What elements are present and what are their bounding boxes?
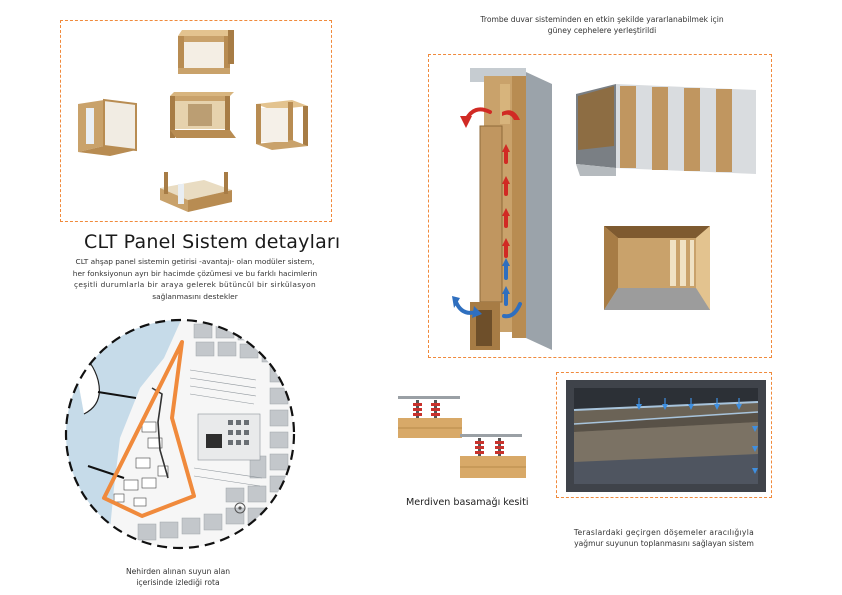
trombe-caption-line-2: güney cephelere yerleştirildi <box>547 26 657 35</box>
terrace-section-diagram <box>566 380 766 492</box>
clt-paragraph-line-4: sağlanmasını destekler <box>152 291 238 301</box>
trombe-interior-top <box>576 84 756 176</box>
trombe-frame <box>428 54 772 358</box>
clt-modules-frame <box>60 20 332 222</box>
terrace-caption: Teraslardaki geçirgen döşemeler aracılığ… <box>548 527 780 549</box>
clt-title: CLT Panel Sistem detayları <box>84 231 341 253</box>
site-map <box>64 318 296 550</box>
map-circle-outline <box>64 318 296 550</box>
map-caption-line-1: Nehirden alınan suyun alan <box>125 567 231 576</box>
terrace-caption-line-1: Teraslardaki geçirgen döşemeler aracılığ… <box>573 528 755 537</box>
stair-caption: Merdiven basamağı kesiti <box>406 497 529 508</box>
clt-module-right <box>256 100 308 150</box>
terrace-caption-line-2: yağmur suyunun toplanmasını sağlayan sis… <box>574 539 754 548</box>
trombe-caption-line-1: Trombe duvar sisteminden en etkin şekild… <box>480 15 724 24</box>
trombe-wall-section <box>452 68 552 350</box>
site-boundary <box>102 340 196 518</box>
clt-module-top <box>178 30 234 74</box>
clt-paragraph: CLT ahşap panel sistemin getirisi -avant… <box>60 256 330 302</box>
stair-section-diagram <box>398 396 526 478</box>
clt-paragraph-line-3: çeşitli durumlarla bir araya gelerek büt… <box>73 280 317 290</box>
terrace-frame <box>556 372 772 498</box>
clt-module-center <box>170 92 236 138</box>
clt-paragraph-line-2: her fonksiyonun ayrı bir hacimde çözümes… <box>72 268 318 278</box>
clt-paragraph-line-1: CLT ahşap panel sistemin getirisi -avant… <box>75 257 315 266</box>
clt-module-bottom <box>160 172 232 212</box>
trombe-interior-bottom <box>604 226 710 310</box>
trombe-caption: Trombe duvar sisteminden en etkin şekild… <box>440 14 764 36</box>
map-caption: Nehirden alınan suyun alan içerisinde iz… <box>70 566 286 588</box>
map-caption-line-2: içerisinde izlediği rota <box>136 578 220 587</box>
clt-module-left <box>78 98 137 156</box>
